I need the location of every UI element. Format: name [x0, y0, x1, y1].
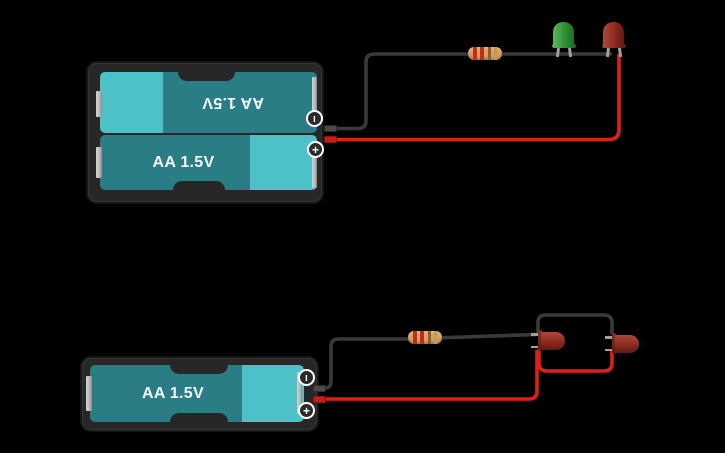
resistor-band	[413, 331, 417, 344]
led-bulb	[541, 331, 565, 350]
resistor-band	[479, 47, 484, 60]
resistor-band	[433, 331, 437, 344]
wire-positive-top-circuit[interactable]	[334, 54, 621, 142]
wire-negative-bottom-circuit[interactable]	[320, 332, 537, 390]
led-green[interactable]	[551, 22, 576, 57]
led-bulb	[603, 22, 624, 48]
led-lead	[555, 47, 560, 57]
battery-cap	[242, 365, 304, 422]
led-lead	[605, 336, 614, 339]
positive-pin[interactable]	[324, 136, 337, 143]
led-lead	[617, 47, 622, 57]
wire-positive-bottom-circuit[interactable]	[320, 350, 539, 401]
battery-pack-2xaa[interactable]: AA 1.5V AA 1.5V − +	[88, 63, 324, 202]
holder-notch	[170, 413, 228, 422]
battery-contact	[312, 77, 317, 119]
plus-icon: +	[311, 142, 319, 157]
battery-label: AA 1.5V	[152, 153, 215, 171]
led-red-rotated[interactable]	[531, 330, 569, 351]
plus-icon: +	[302, 403, 310, 418]
led-lead	[531, 333, 540, 336]
battery-holder-1xaa[interactable]: AA 1.5V − +	[82, 358, 317, 430]
battery-aa[interactable]: AA 1.5V	[100, 135, 317, 190]
wire-black-led-to-led[interactable]	[536, 313, 614, 334]
resistor-band	[428, 331, 431, 344]
resistor-band	[488, 47, 491, 60]
battery-label: AA 1.5V	[142, 384, 204, 402]
negative-pin[interactable]	[324, 125, 337, 132]
resistor-220-ohm[interactable]	[408, 331, 442, 344]
led-bulb	[615, 334, 639, 353]
positive-pin[interactable]	[313, 396, 326, 403]
negative-pin[interactable]	[313, 385, 326, 392]
battery-cap	[100, 72, 163, 133]
holder-notch	[170, 365, 228, 374]
holder-notch	[173, 181, 225, 190]
resistor-220-ohm[interactable]	[468, 47, 502, 60]
battery-cap	[250, 135, 317, 190]
led-lead	[605, 47, 610, 57]
resistor-band	[473, 47, 477, 60]
led-flange	[538, 330, 542, 351]
resistor-band	[493, 47, 497, 60]
battery-contact	[312, 149, 317, 188]
negative-terminal[interactable]: −	[298, 369, 315, 386]
holder-notch	[178, 72, 235, 81]
battery-contact	[96, 147, 102, 178]
positive-terminal[interactable]: +	[298, 402, 315, 419]
battery-aa[interactable]: AA 1.5V	[90, 365, 304, 422]
wire-red-led-to-led[interactable]	[537, 349, 614, 373]
led-bulb	[553, 22, 574, 48]
battery-contact	[96, 91, 102, 117]
positive-terminal[interactable]: +	[307, 141, 324, 158]
led-lead	[567, 47, 572, 57]
negative-terminal[interactable]: −	[306, 110, 323, 127]
led-lead	[531, 345, 540, 348]
battery-aa-flipped[interactable]: AA 1.5V	[100, 72, 317, 133]
battery-contact	[86, 376, 92, 411]
led-flange	[612, 333, 616, 354]
led-red[interactable]	[601, 22, 626, 57]
resistor-band	[419, 331, 424, 344]
led-red-rotated[interactable]	[605, 333, 643, 354]
wire-negative-top-circuit[interactable]	[332, 52, 612, 131]
battery-contact	[297, 372, 302, 414]
led-lead	[605, 348, 614, 351]
